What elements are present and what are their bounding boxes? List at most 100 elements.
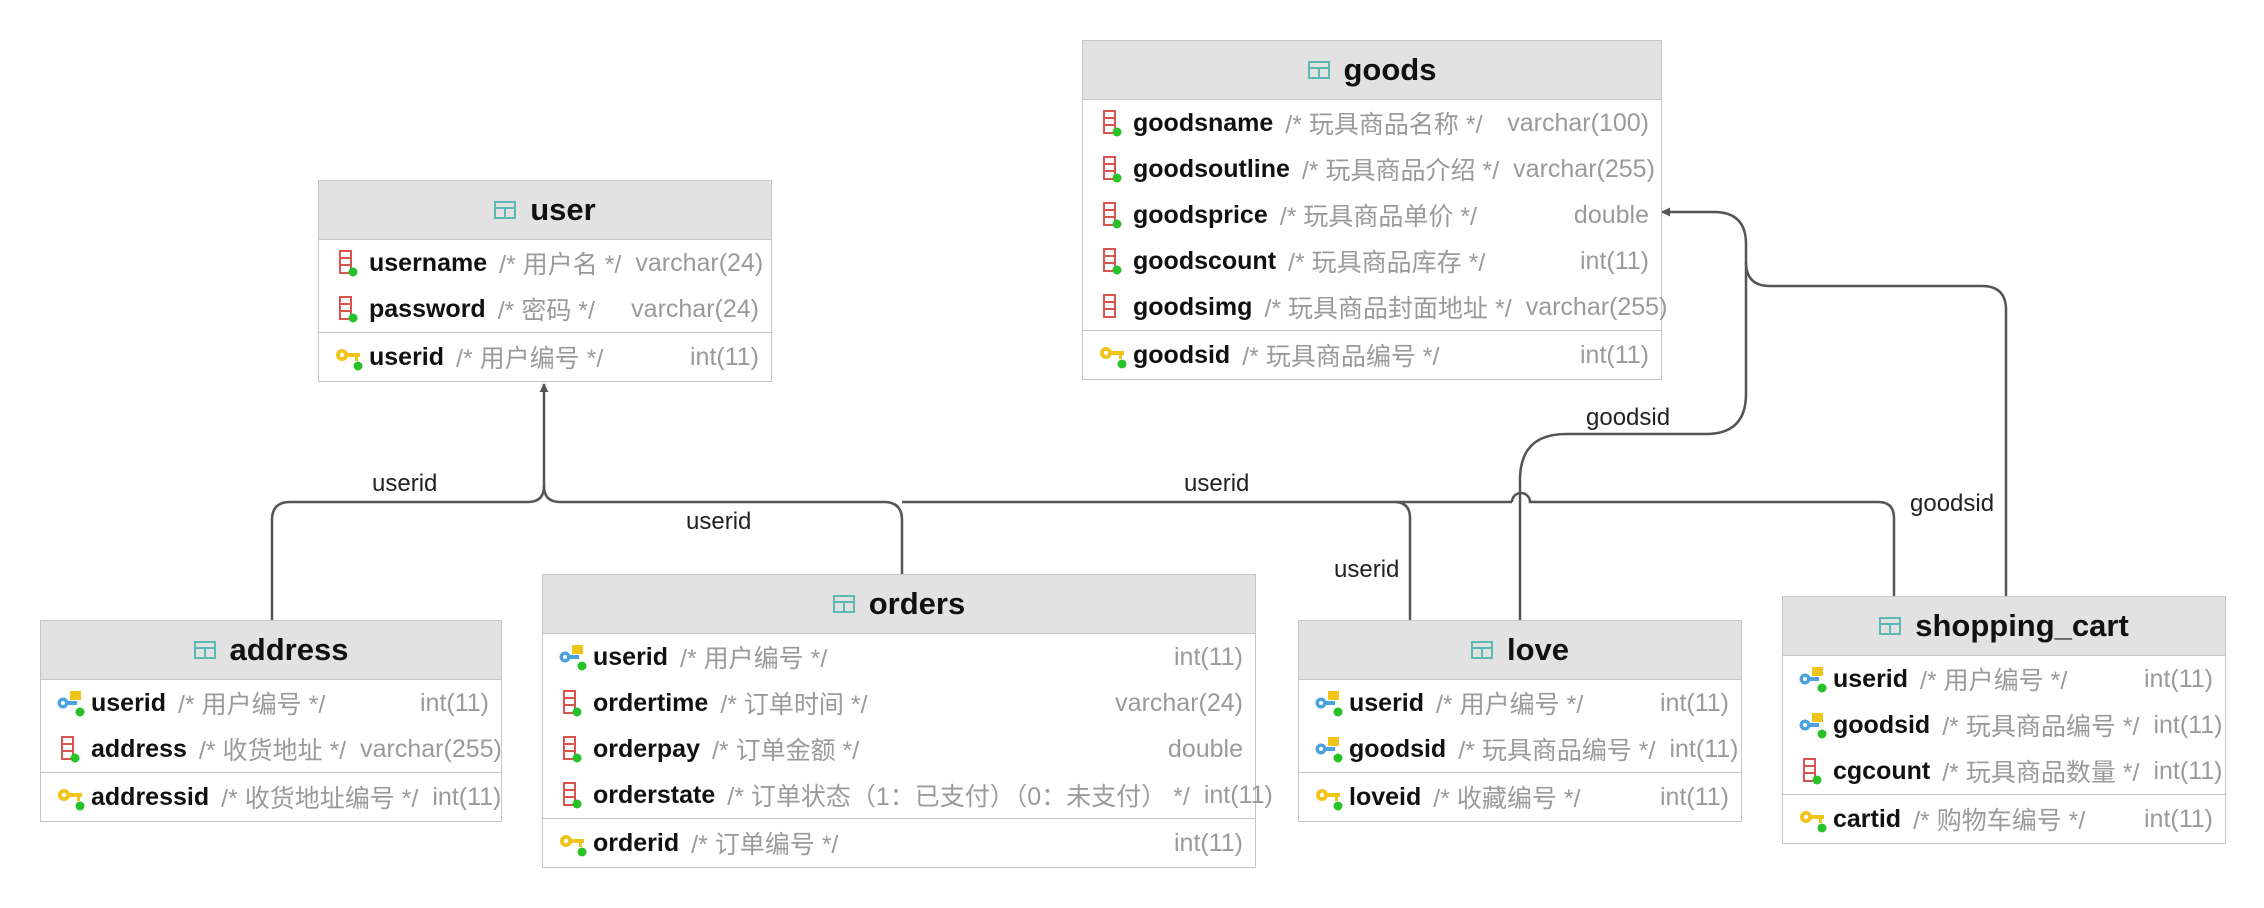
column-icon	[557, 688, 587, 718]
column-name: userid	[369, 342, 445, 371]
column-name: userid	[593, 642, 669, 671]
column-type: varchar(24)	[635, 248, 764, 277]
column-comment: /* 购物车编号 */	[1913, 807, 2086, 835]
column-icon	[333, 294, 363, 324]
column-name: goodsprice	[1133, 200, 1268, 229]
table-header[interactable]: user	[319, 181, 771, 240]
column-comment: /* 用户编号 */	[1920, 667, 2068, 695]
table-header[interactable]: orders	[543, 575, 1255, 634]
column-comment: /* 收货地址编号 */	[221, 785, 419, 813]
column-comment: /* 玩具商品编号 */	[1242, 343, 1440, 371]
column-comment: /* 用户名 */	[499, 251, 622, 279]
column-comment: /* 密码 */	[497, 297, 595, 325]
table-name: user	[530, 192, 596, 227]
column-row[interactable]: cgcount/* 玩具商品数量 */int(11)	[1783, 748, 2225, 794]
key-row[interactable]: cartid/* 购物车编号 */int(11)	[1783, 794, 2225, 843]
relation-line-address-user	[270, 383, 549, 620]
column-name: userid	[1833, 664, 1909, 693]
primary-key-icon	[1313, 782, 1343, 812]
foreign-key-icon	[557, 642, 587, 672]
column-name: userid	[1349, 688, 1425, 717]
column-row[interactable]: orderstate/* 订单状态（1：已支付）（0：未支付） */int(11…	[543, 772, 1273, 818]
column-comment: /* 收货地址 */	[198, 737, 347, 765]
key-row[interactable]: userid /* 用户编号 */ int(11)	[319, 332, 771, 381]
relation-label-orders-user: userid	[686, 508, 752, 535]
primary-key-icon	[333, 342, 363, 372]
column-name: goodscount	[1133, 246, 1277, 275]
table-icon	[1307, 61, 1330, 79]
column-type: int(11)	[689, 342, 759, 371]
column-type: varchar(100)	[1507, 108, 1649, 137]
column-name: goodsid	[1833, 710, 1931, 739]
relation-label-shopping-cart-user: userid	[1184, 470, 1250, 497]
column-row[interactable]: ordertime/* 订单时间 */varchar(24)	[543, 680, 1255, 726]
column-comment: /* 订单状态（1：已支付）（0：未支付） */	[727, 783, 1190, 811]
column-row[interactable]: userid/* 用户编号 */int(11)	[41, 680, 501, 726]
key-row[interactable]: addressid /* 收货地址编号 */ int(11)	[41, 772, 501, 821]
column-type: varchar(255)	[1525, 292, 1668, 321]
column-comment: /* 玩具商品数量 */	[1942, 759, 2140, 787]
relation-label-love-goods: goodsid	[1586, 404, 1671, 431]
column-name: cartid	[1833, 804, 1902, 833]
table-name: shopping_cart	[1915, 608, 2129, 643]
column-comment: /* 玩具商品封面地址 */	[1264, 295, 1512, 323]
column-type: int(11)	[1659, 782, 1729, 811]
column-icon	[1097, 200, 1127, 230]
column-comment: /* 玩具商品编号 */	[1458, 737, 1656, 765]
key-row[interactable]: goodsid /* 玩具商品编号 */ int(11)	[1083, 330, 1661, 379]
column-icon	[1097, 108, 1127, 138]
column-row[interactable]: goodsprice /* 玩具商品单价 */ double	[1083, 192, 1661, 238]
table-header[interactable]: address	[41, 621, 501, 680]
table-name: love	[1506, 632, 1570, 667]
column-name: goodsid	[1133, 340, 1231, 369]
column-row[interactable]: goodsname /* 玩具商品名称 */ varchar(100)	[1083, 100, 1661, 146]
primary-key-icon	[557, 828, 587, 858]
column-name: orderid	[593, 828, 680, 857]
column-type: int(11)	[432, 782, 502, 811]
column-row[interactable]: address/* 收货地址 */varchar(255)	[41, 726, 502, 772]
column-type: double	[1573, 200, 1649, 229]
table-header[interactable]: goods	[1083, 41, 1661, 100]
column-type: int(11)	[419, 688, 489, 717]
column-row[interactable]: goodsoutline/* 玩具商品介绍 */varchar(255)	[1083, 146, 1661, 192]
column-name: goodsid	[1349, 734, 1447, 763]
column-row[interactable]: goodsimg/* 玩具商品封面地址 */varchar(255)	[1083, 284, 1667, 330]
column-row[interactable]: goodsid/* 玩具商品编号 */int(11)	[1299, 726, 1741, 772]
primary-key-icon	[1097, 340, 1127, 370]
relation-line-love-user	[902, 500, 1512, 620]
table-header[interactable]: shopping_cart	[1783, 597, 2225, 656]
column-comment: /* 玩具商品名称 */	[1285, 111, 1483, 139]
column-row[interactable]: username/* 用户名 */varchar(24)	[319, 240, 771, 286]
key-row[interactable]: loveid/* 收藏编号 */int(11)	[1299, 772, 1741, 821]
column-name: goodsname	[1133, 108, 1274, 137]
column-comment: /* 玩具商品库存 */	[1288, 249, 1486, 277]
column-name: userid	[91, 688, 167, 717]
column-name: addressid	[91, 782, 210, 811]
column-comment: /* 订单编号 */	[691, 831, 839, 859]
key-row[interactable]: orderid/* 订单编号 */int(11)	[543, 818, 1255, 867]
column-type: int(11)	[1173, 642, 1243, 671]
foreign-key-icon	[1313, 688, 1343, 718]
column-comment: /* 用户编号 */	[1436, 691, 1584, 719]
column-row[interactable]: userid/* 用户编号 */int(11)	[1783, 656, 2225, 702]
column-row[interactable]: userid/* 用户编号 */int(11)	[543, 634, 1255, 680]
table-icon	[1470, 641, 1493, 659]
relation-label-love-user: userid	[1334, 556, 1400, 583]
column-comment: /* 用户编号 */	[456, 345, 604, 373]
column-icon	[333, 248, 363, 278]
column-row[interactable]: orderpay/* 订单金额 */double	[543, 726, 1255, 772]
column-row[interactable]: userid/* 用户编号 */int(11)	[1299, 680, 1741, 726]
column-row[interactable]: goodsid/* 玩具商品编号 */int(11)	[1783, 702, 2225, 748]
column-row[interactable]: goodscount/* 玩具商品库存 */int(11)	[1083, 238, 1661, 284]
column-type: int(11)	[1579, 340, 1649, 369]
table-header[interactable]: love	[1299, 621, 1741, 680]
table-love[interactable]: love userid /* 用户编号 */ int(11) goodsid /* 玩具商…	[1298, 620, 1742, 822]
column-type: double	[1167, 734, 1243, 763]
column-row[interactable]: password/* 密码 */varchar(24)	[319, 286, 771, 332]
column-comment: /* 玩具商品单价 */	[1279, 203, 1477, 231]
